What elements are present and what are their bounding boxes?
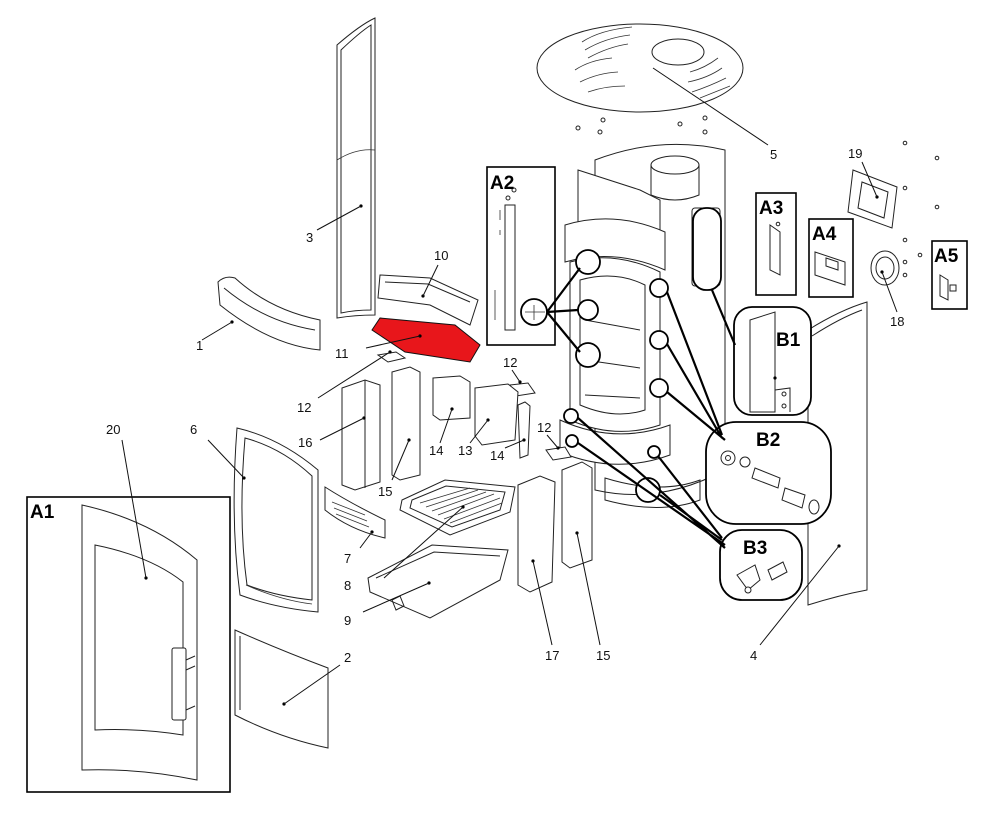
detail-a5-part[interactable] — [931, 240, 968, 310]
part-4-right-panel[interactable] — [807, 301, 868, 606]
part-number-labels: 1 2 3 4 5 6 7 8 9 10 11 12 12 12 13 14 1… — [106, 146, 904, 665]
part-9-ash-pan[interactable] — [367, 544, 509, 619]
label-1: 1 — [196, 338, 203, 353]
part-13-brick[interactable] — [474, 383, 519, 446]
detail-a3-part[interactable] — [755, 192, 797, 296]
label-20: 20 — [106, 422, 120, 437]
label-12c: 12 — [537, 420, 551, 435]
top-screws — [575, 115, 708, 135]
part-7-air-control[interactable] — [324, 486, 386, 539]
label-13: 13 — [458, 443, 472, 458]
part-19-plate[interactable] — [847, 169, 898, 229]
label-8: 8 — [344, 578, 351, 593]
part-15-brick-right[interactable] — [561, 461, 593, 569]
part-10-baffle[interactable] — [377, 274, 479, 326]
label-16: 16 — [298, 435, 312, 450]
label-A1: A1 — [30, 502, 55, 523]
part-15-brick-left[interactable] — [391, 366, 421, 481]
leader-lines — [121, 67, 898, 705]
part-12-clip-a[interactable] — [376, 350, 407, 363]
detail-a2-hinge[interactable] — [486, 166, 556, 346]
label-14a: 14 — [429, 443, 443, 458]
detail-b2-hinge-pin[interactable] — [705, 421, 832, 525]
part-5-top-plate[interactable] — [536, 23, 744, 113]
label-A3: A3 — [759, 198, 783, 219]
label-12a: 12 — [297, 400, 311, 415]
part-6-door[interactable] — [233, 427, 319, 613]
part-8-grate[interactable] — [399, 479, 516, 536]
part-14-brick-b[interactable] — [517, 401, 531, 459]
part-18-round-fitting[interactable] — [870, 250, 900, 286]
label-10: 10 — [434, 248, 448, 263]
part-12-clip-c[interactable] — [545, 446, 572, 461]
label-19: 19 — [848, 146, 862, 161]
label-3: 3 — [306, 230, 313, 245]
label-15a: 15 — [378, 484, 392, 499]
part-16-brick[interactable] — [341, 379, 381, 491]
part-2-bottom-panel[interactable] — [234, 629, 329, 749]
detail-b3-handle-part[interactable] — [719, 529, 803, 601]
label-15b: 15 — [596, 648, 610, 663]
label-14b: 14 — [490, 448, 504, 463]
label-A2: A2 — [490, 173, 514, 194]
detail-a4-part[interactable] — [808, 218, 854, 298]
label-B1: B1 — [776, 330, 801, 351]
label-A5: A5 — [934, 246, 959, 267]
detail-b1-bracket[interactable] — [733, 306, 812, 416]
label-4: 4 — [750, 648, 757, 663]
detail-connectors — [546, 267, 737, 549]
detail-labels: A1 A2 A3 A4 A5 B1 B2 B3 — [30, 173, 959, 559]
label-12b: 12 — [503, 355, 517, 370]
label-7: 7 — [344, 551, 351, 566]
label-5: 5 — [770, 147, 777, 162]
part-3-side-panel[interactable] — [336, 17, 376, 319]
part-17-brick[interactable] — [517, 475, 556, 593]
label-6: 6 — [190, 422, 197, 437]
part-11-highlighted-plate[interactable] — [371, 317, 481, 363]
label-B2: B2 — [756, 430, 780, 451]
label-11: 11 — [335, 346, 349, 361]
label-17: 17 — [545, 648, 559, 663]
label-18: 18 — [890, 314, 904, 329]
detail-a1-door-assembly[interactable] — [26, 496, 231, 793]
stove-body[interactable] — [559, 143, 726, 508]
right-screws — [902, 140, 940, 278]
label-A4: A4 — [812, 224, 837, 245]
label-2: 2 — [344, 650, 351, 665]
label-9: 9 — [344, 613, 351, 628]
label-B3: B3 — [743, 538, 767, 559]
part-14-brick-a[interactable] — [432, 375, 471, 421]
part-1-front-trim[interactable] — [217, 276, 321, 351]
